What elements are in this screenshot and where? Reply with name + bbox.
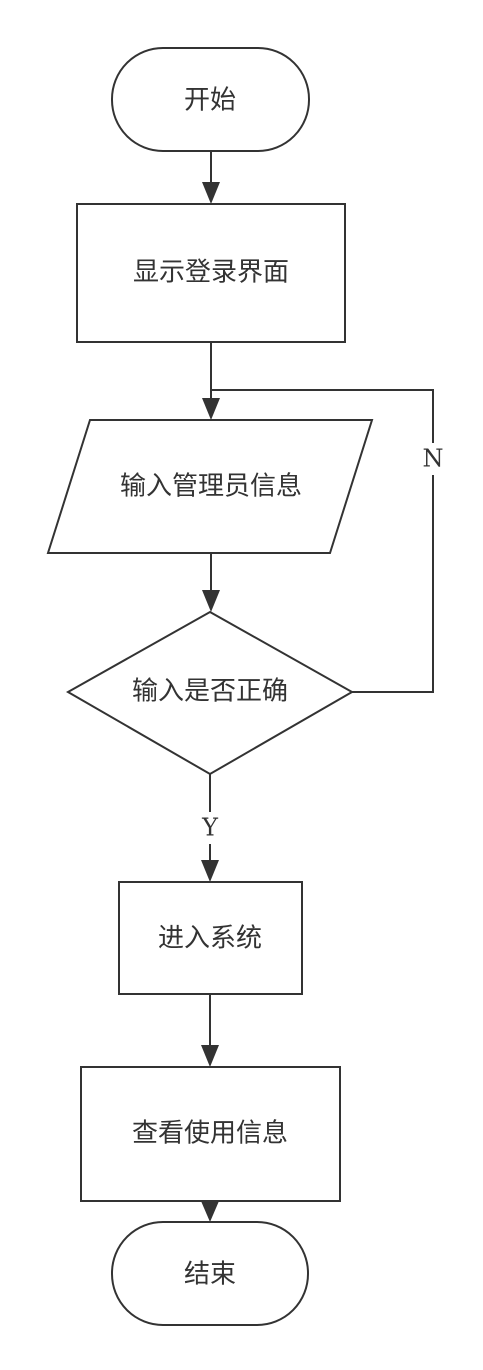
check-input-label: 输入是否正确 <box>132 677 288 707</box>
start-label: 开始 <box>184 86 236 116</box>
input-admin-label: 输入管理员信息 <box>120 472 302 502</box>
arrow-input-to-decision <box>202 553 220 612</box>
arrow-system-to-view <box>201 994 219 1067</box>
no-label: N <box>423 445 444 473</box>
view-info-label: 查看使用信息 <box>132 1119 288 1149</box>
arrow-login-to-input <box>202 342 220 420</box>
check-input-decision: 输入是否正确 <box>65 610 355 776</box>
end-label: 结束 <box>184 1260 236 1290</box>
no-branch-loop: N <box>211 389 446 693</box>
input-admin-io: 输入管理员信息 <box>46 419 374 554</box>
yes-branch-arrow: Y <box>196 774 224 882</box>
start-terminator: 开始 <box>111 47 310 152</box>
arrow-start-to-login <box>202 151 220 204</box>
view-info-process: 查看使用信息 <box>80 1066 341 1202</box>
show-login-process: 显示登录界面 <box>76 203 346 343</box>
yes-label: Y <box>201 814 219 842</box>
end-terminator: 结束 <box>111 1221 309 1326</box>
arrow-view-to-end <box>201 1201 219 1222</box>
enter-system-process: 进入系统 <box>118 881 303 995</box>
show-login-label: 显示登录界面 <box>133 258 289 288</box>
enter-system-label: 进入系统 <box>158 924 262 954</box>
